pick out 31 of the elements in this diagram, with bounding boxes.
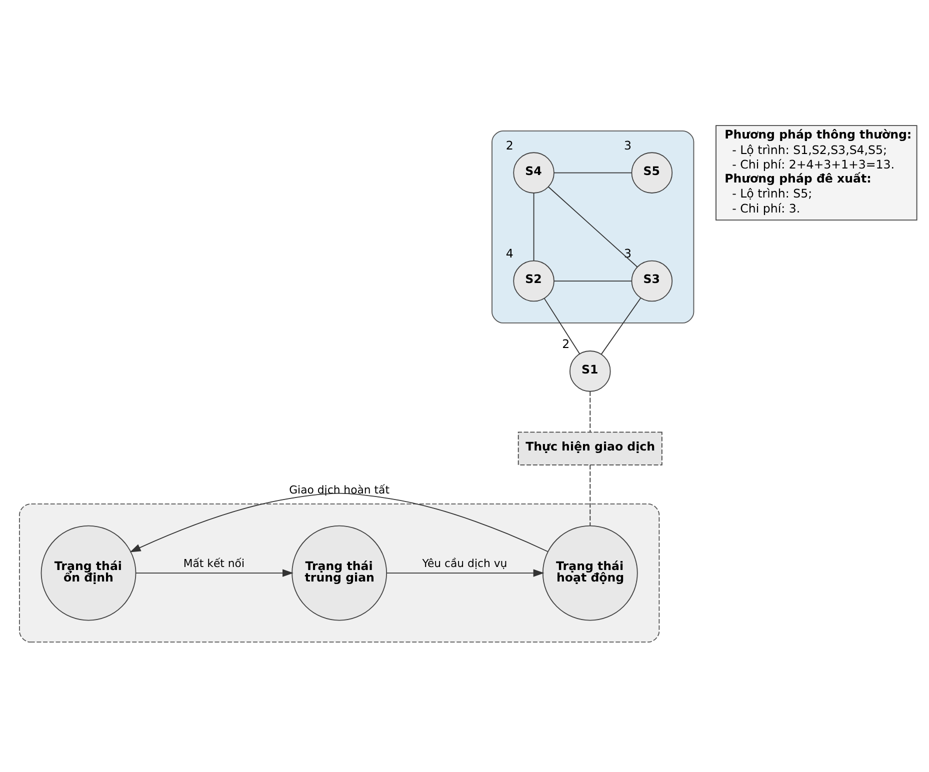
edge-label: Yêu cầu dịch vụ [422,556,508,570]
connector [548,186,638,267]
node-label: 3 [624,138,632,152]
edge-label: Giao dịch hoàn tất [289,483,390,496]
node-circle: S3 [631,260,673,302]
node-circle: Trạng thái ổn định [40,524,136,620]
node-circle: S4 [513,152,554,193]
arrow [136,568,294,576]
connector [554,172,632,173]
node-box: Thực hiện giao dịch [518,431,662,465]
cluster [492,130,694,323]
cluster [19,503,660,642]
connector [533,192,534,261]
arrow [130,492,548,552]
connector [600,297,642,354]
connector [590,464,591,526]
connector [590,390,591,432]
node-circle: Trạng thái trung gian [292,524,388,620]
node-circle: S5 [631,152,673,193]
connector [544,298,580,354]
node-circle: S1 [569,350,611,392]
node-label: 3 [624,246,632,260]
node-label: 4 [506,246,514,260]
node-circle: S2 [513,260,554,302]
arrow [386,568,544,576]
node-label: 2 [506,138,514,152]
node-circle: Trạng thái hoạt động [542,524,638,620]
connector [554,280,632,281]
node-label: 2 [562,336,570,350]
node-box: Phương pháp thông thường: - Lộ trình: S1,S2,S3,S4,S5; - Chi phí: 2+4+3+1+3=13. Phương pháp đê xuất: - Lộ trình: S5; - Chi phí: 3. [716,124,918,220]
edge-label: Mất kết nối [183,556,244,570]
